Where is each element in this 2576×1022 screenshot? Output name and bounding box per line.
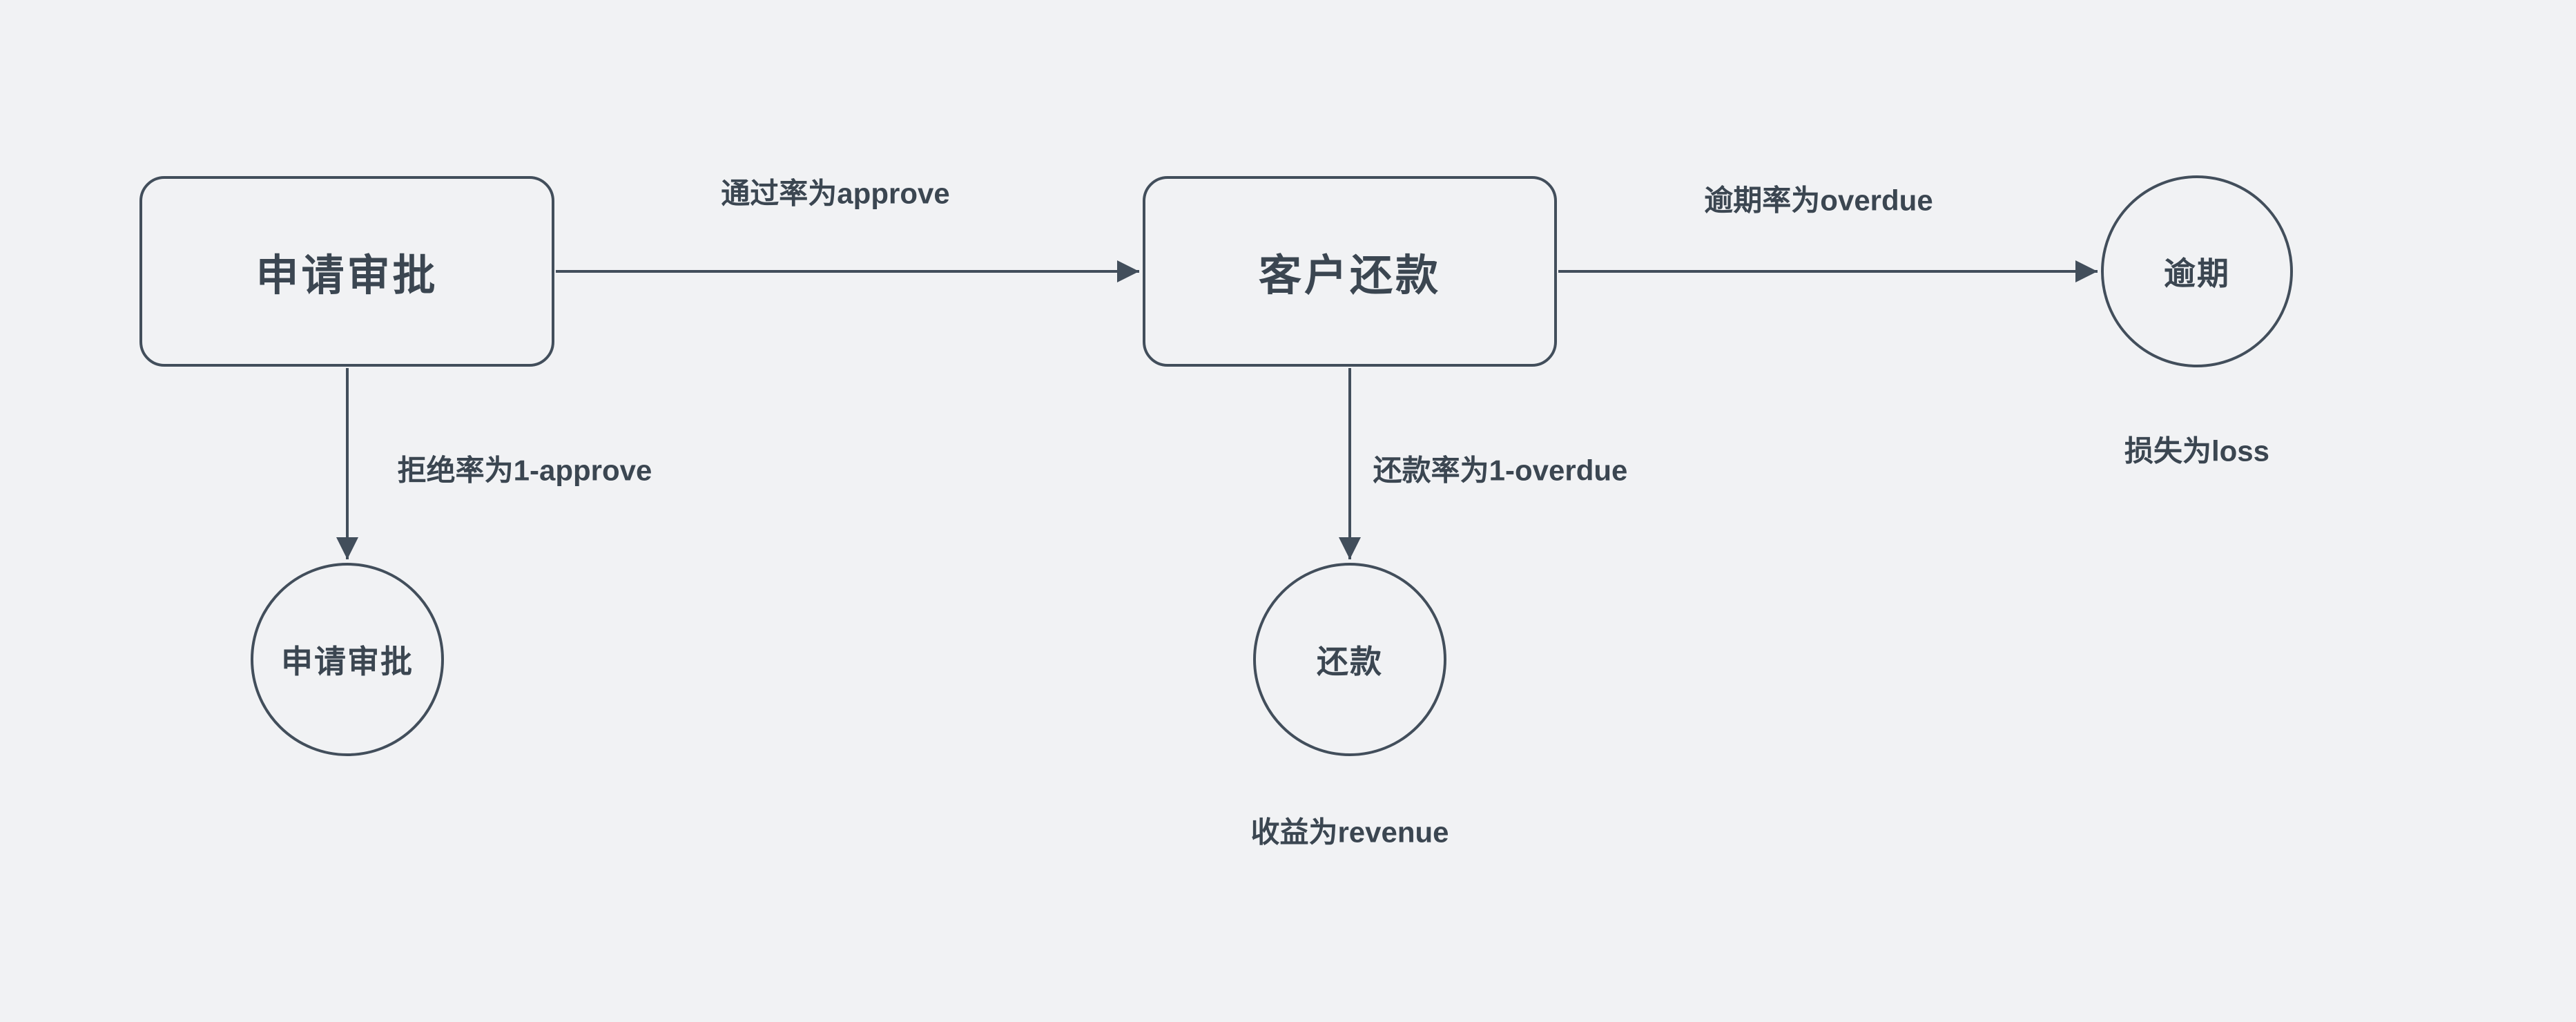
node-overdue-label: 逾期 (2164, 256, 2230, 291)
node-application-approval-box[interactable]: 申请审批 (139, 176, 554, 367)
node-application-rejected-circle[interactable]: 申请审批 (251, 563, 444, 756)
edge-label-overdue-rate: 逾期率为overdue (1704, 184, 1933, 217)
node-overdue-circle[interactable]: 逾期 (2101, 175, 2293, 367)
annotation-revenue: 收益为revenue (1250, 816, 1449, 849)
edge-label-repay-rate: 还款率为1-overdue (1373, 454, 1628, 487)
node-application-approval-label: 申请审批 (255, 252, 438, 300)
edge-label-reject-rate: 拒绝率为1-approve (397, 454, 652, 487)
node-application-rejected-label: 申请审批 (281, 644, 414, 679)
node-repayment-circle[interactable]: 还款 (1253, 563, 1446, 756)
node-customer-repayment-box[interactable]: 客户还款 (1143, 176, 1557, 367)
node-repayment-label: 还款 (1317, 644, 1383, 679)
node-customer-repayment-label: 客户还款 (1258, 252, 1441, 300)
annotation-loss: 损失为loss (2124, 434, 2270, 467)
edge-label-approve-rate: 通过率为approve (721, 177, 950, 210)
